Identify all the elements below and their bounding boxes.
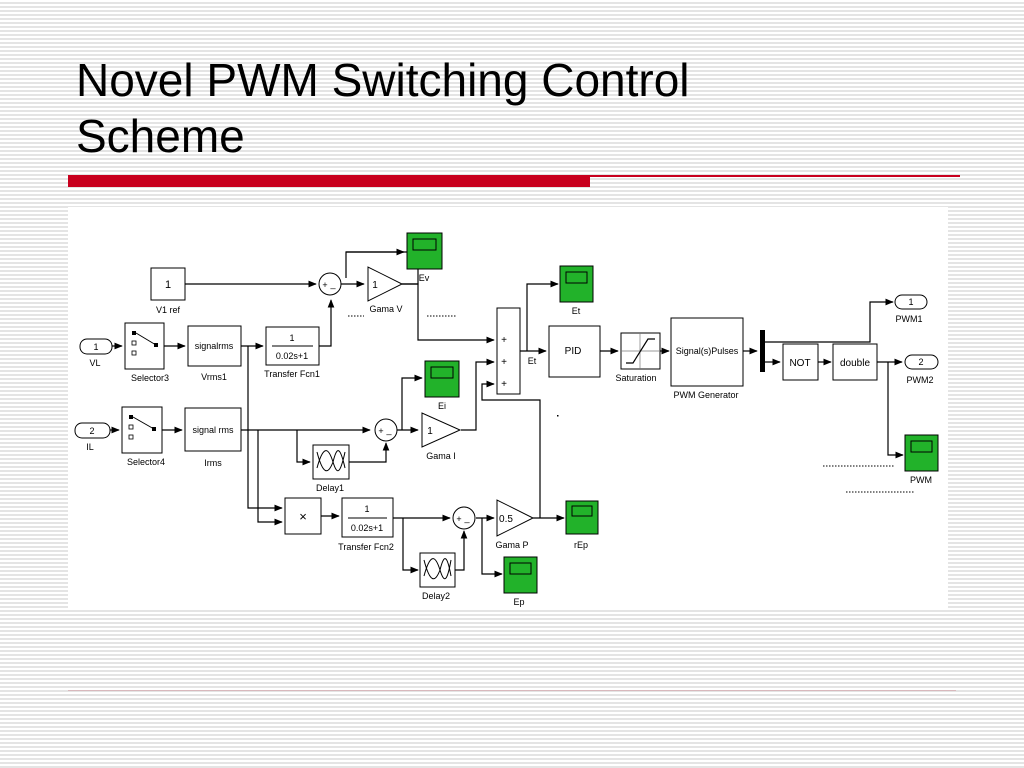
pwm2-outport[interactable]: 2 PWM2 [904,354,939,385]
gama-p-gain: 0.5 [499,514,513,525]
scope-ev[interactable]: Ev [406,232,443,283]
slide-title-line-1: Novel PWM Switching Control [76,54,690,106]
scope-ei[interactable]: Ei [424,360,460,411]
vrms1-block[interactable]: signalrms Vrms1 [187,325,242,382]
delay2-label: Delay2 [422,591,450,601]
pwm-generator-label: PWM Generator [673,390,738,400]
gama-v-block[interactable]: 1 Gama V [367,266,404,314]
sum-v-block[interactable]: + _ [318,272,342,296]
scope-ep-label: Ep [513,597,524,607]
demux-block[interactable] [760,330,765,372]
double-block[interactable]: double [832,343,878,381]
vrms1-label: Vrms1 [201,372,227,382]
pid-block[interactable]: PID [548,325,601,378]
gama-i-block[interactable]: 1 Gama I [421,412,462,461]
gama-p-block[interactable]: 0.5 Gama P [495,499,535,550]
gama-i-label: Gama I [426,451,456,461]
transfer-fcn1-block[interactable]: 1 0.02s+1 Transfer Fcn1 [264,326,320,379]
pwm1-outport[interactable]: 1 PWM1 [894,294,928,324]
sum-p-minus: _ [463,513,470,523]
scope-ei-label: Ei [438,401,446,411]
not-text: NOT [789,358,810,369]
accent-bar [68,175,590,187]
selector3-block[interactable]: Selector3 [124,322,169,383]
scope-rep-label: rEp [574,540,588,550]
transfer-fcn2-block[interactable]: 1 0.02s+1 Transfer Fcn2 [338,497,394,552]
vl-label: VL [89,358,100,368]
slide-title: Novel PWM Switching Control Scheme [76,52,956,164]
scope-pwm-label: PWM [910,475,932,485]
tf1-denominator: 0.02s+1 [276,351,308,361]
vl-port-number: 1 [93,342,98,352]
slide-title-line-2: Scheme [76,110,245,162]
vrms1-text: signalrms [195,341,234,351]
v1-ref-block[interactable]: 1 V1 ref [150,267,186,315]
sum-p-block[interactable]: + _ [452,506,476,530]
accent-rule [590,175,960,177]
pwm1-label: PWM1 [896,314,923,324]
pwm-generator-block[interactable]: Signal(s)Pulses PWM Generator [670,317,744,400]
irms-text: signal rms [192,425,234,435]
gama-v-gain: 1 [372,280,378,291]
tf1-numerator: 1 [289,333,294,343]
sum-v-minus: _ [329,279,336,289]
scope-et[interactable]: Et [559,265,594,316]
product-block[interactable]: × [284,497,322,535]
sum3-plus-2: + [501,357,507,368]
delay2-block[interactable]: Delay2 [419,552,456,601]
gama-p-label: Gama P [495,540,528,550]
tf1-label: Transfer Fcn1 [264,369,320,379]
sum-p-plus: + [456,514,461,524]
v1-ref-value: 1 [165,279,171,291]
signal-wires [110,248,904,578]
product-symbol: × [299,509,307,524]
irms-label: Irms [204,458,222,468]
saturation-label: Saturation [615,373,656,383]
footer-rule [68,690,956,691]
simulink-diagram: 1 V1 ref 1 VL 2 IL Selector3 Selector4 s… [68,207,948,610]
pwm2-port-number: 2 [918,357,923,367]
vl-inport[interactable]: 1 VL [79,338,113,368]
sum3-output-label: Et [528,356,537,366]
sum3-plus-3: + [501,379,507,390]
pwm1-port-number: 1 [908,297,913,307]
scope-rep[interactable]: rEp [565,500,599,550]
v1-ref-label: V1 ref [156,305,181,315]
scope-ep[interactable]: Ep [503,556,538,607]
scope-et-label: Et [572,306,581,316]
delay1-label: Delay1 [316,483,344,493]
sum3-block[interactable]: + + + Et [496,307,537,395]
selector4-label: Selector4 [127,457,165,467]
sum3-plus-1: + [501,335,507,346]
tf2-denominator: 0.02s+1 [351,523,383,533]
selector3-label: Selector3 [131,373,169,383]
pwm2-label: PWM2 [907,375,934,385]
dot-mark [557,415,559,417]
il-inport[interactable]: 2 IL [74,422,111,452]
delay1-block[interactable]: Delay1 [312,444,350,493]
sum-v-plus: + [322,280,327,290]
saturation-block[interactable]: Saturation [615,332,661,383]
sum-i-minus: _ [385,425,392,435]
tf2-numerator: 1 [364,504,369,514]
gama-i-gain: 1 [427,426,433,437]
double-text: double [840,358,870,369]
sum-i-plus: + [378,426,383,436]
selector4-block[interactable]: Selector4 [121,406,165,467]
il-label: IL [86,442,94,452]
il-port-number: 2 [89,426,94,436]
tf2-label: Transfer Fcn2 [338,542,394,552]
dotted-lines [348,315,915,493]
pwm-generator-text: Signal(s)Pulses [676,346,739,356]
gama-v-label: Gama V [369,304,402,314]
irms-block[interactable]: signal rms Irms [184,407,242,468]
pid-text: PID [565,346,582,357]
not-block[interactable]: NOT [782,343,819,381]
sum-i-block[interactable]: + _ [374,418,398,442]
scope-ev-label: Ev [419,273,430,283]
scope-pwm[interactable]: PWM [904,434,939,485]
